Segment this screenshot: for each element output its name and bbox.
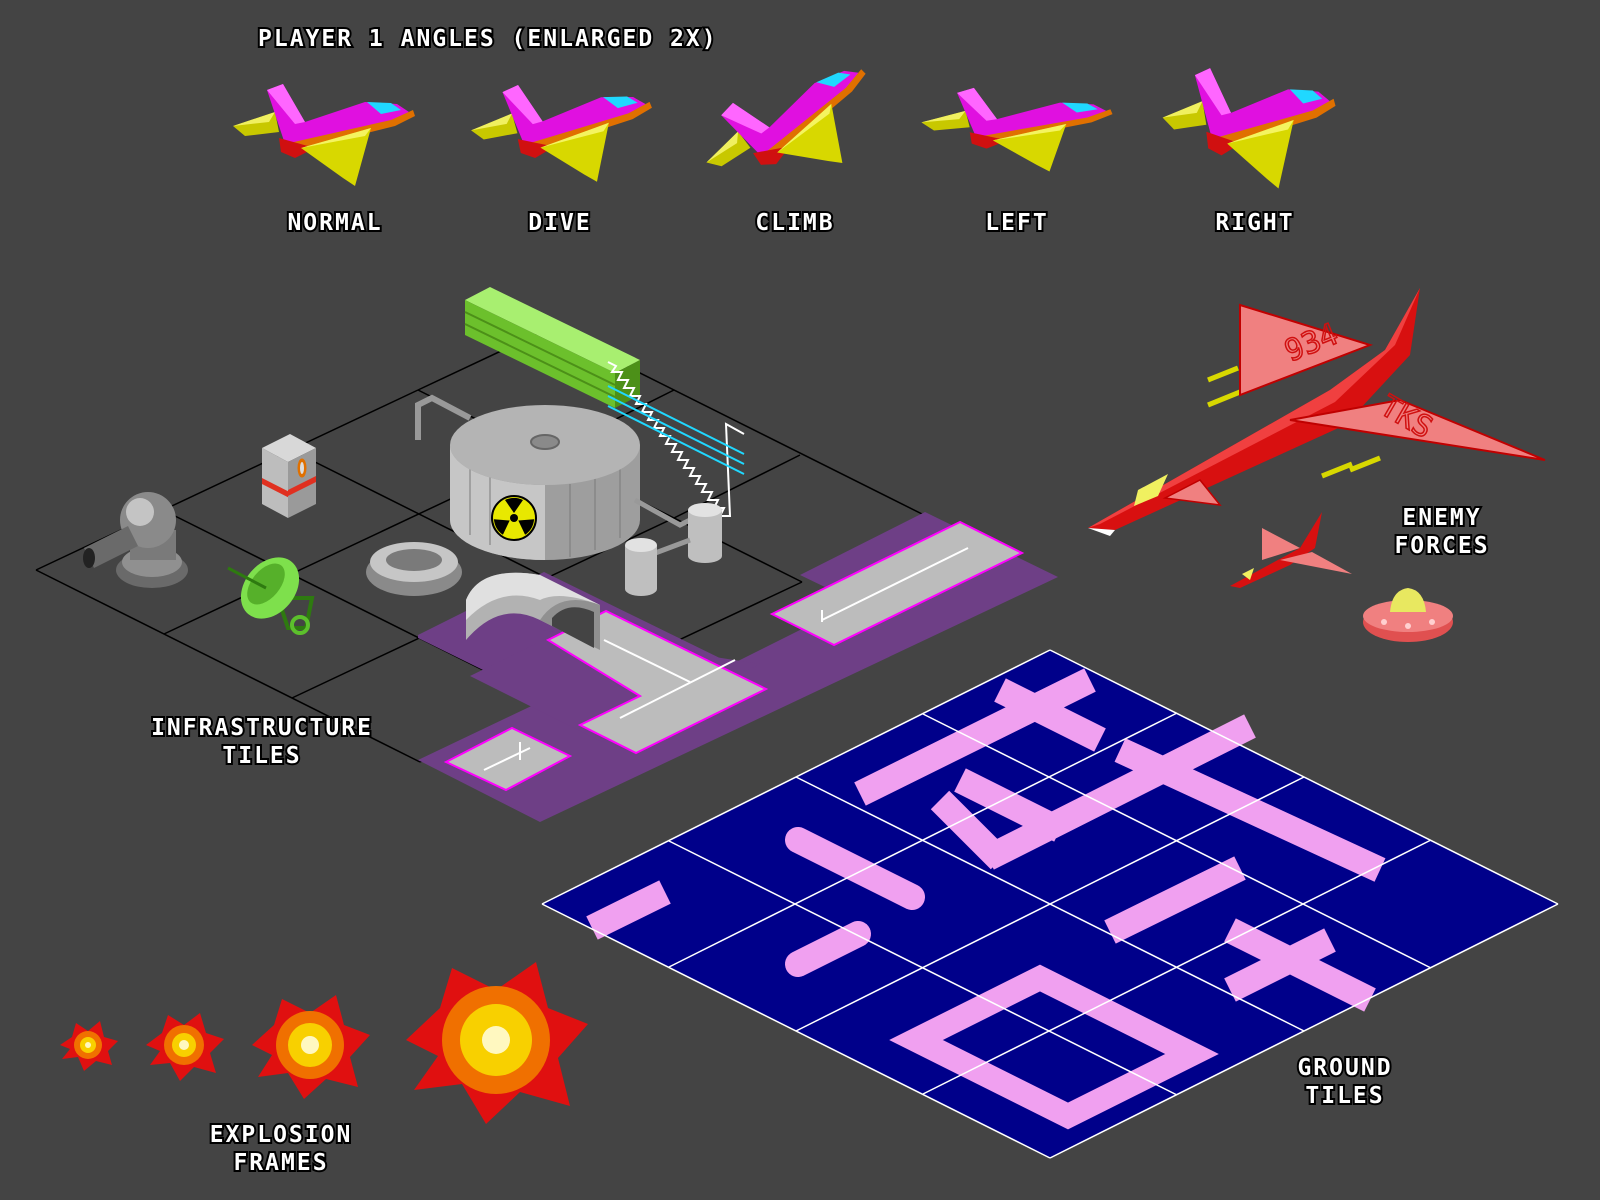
radiation-icon	[491, 495, 537, 541]
infrastructure-label-line1: INFRASTRUCTURE	[151, 715, 373, 741]
angle-label-dive: DIVE	[528, 210, 591, 236]
explosion-icon-frame-4	[406, 962, 588, 1124]
ufo-icon	[1363, 588, 1453, 642]
landing-pad-icon	[366, 542, 462, 596]
angle-label-right: RIGHT	[1215, 210, 1294, 236]
silo-icon	[625, 503, 722, 596]
fighter-jet-sprite-normal	[233, 84, 415, 186]
explosion-icon-frame-3	[252, 995, 370, 1099]
ground-paths	[586, 668, 1386, 1130]
fighter-jet-sprite-right	[1162, 68, 1336, 189]
ground-label-line2: TILES	[1305, 1083, 1384, 1109]
angle-label-climb: CLIMB	[755, 210, 834, 236]
explosion-icon-frame-1	[60, 1021, 118, 1071]
enemy-jet-icon: 934 TKS	[1088, 288, 1546, 536]
reactor-icon	[415, 394, 692, 560]
explosion-label-line1: EXPLOSION	[210, 1122, 353, 1148]
runway-tiles	[418, 512, 1058, 822]
fighter-jet-sprite-dive	[468, 75, 657, 191]
enemy-jet-small-icon	[1230, 512, 1352, 588]
enemy-label-line1: ENEMY	[1402, 505, 1481, 531]
explosion-label-line2: FRAMES	[233, 1150, 328, 1176]
angle-label-left: LEFT	[985, 210, 1048, 236]
explosion-frames: EXPLOSION FRAMES	[60, 962, 588, 1178]
ground-grid	[541, 649, 1559, 1159]
fuel-tank-icon	[262, 434, 316, 518]
page-title: PLAYER 1 ANGLES (ENLARGED 2X)	[258, 26, 718, 52]
fighter-jet-sprite-climb	[688, 44, 897, 217]
fighter-jet-sprite-left	[921, 87, 1113, 172]
explosion-icon-frame-2	[146, 1013, 224, 1081]
enemy-forces: 934 TKS ENEMY FORCES	[1088, 288, 1546, 642]
ground-label-line1: GROUND	[1297, 1055, 1392, 1081]
enemy-label-line2: FORCES	[1394, 533, 1489, 559]
infrastructure-tiles: INFRASTRUCTURE TILES	[35, 287, 1058, 822]
radar-dish-icon	[227, 557, 315, 635]
angle-label-normal: NORMAL	[287, 210, 382, 236]
infrastructure-label-line2: TILES	[222, 743, 301, 769]
ground-tiles: GROUND TILES	[541, 649, 1559, 1159]
turret-icon	[83, 492, 188, 588]
electric-fence-icon	[607, 361, 745, 517]
player-angles: NORMAL DIVE CLIMB LEFT RIGHT	[233, 44, 1336, 238]
hangar-icon	[466, 572, 600, 650]
